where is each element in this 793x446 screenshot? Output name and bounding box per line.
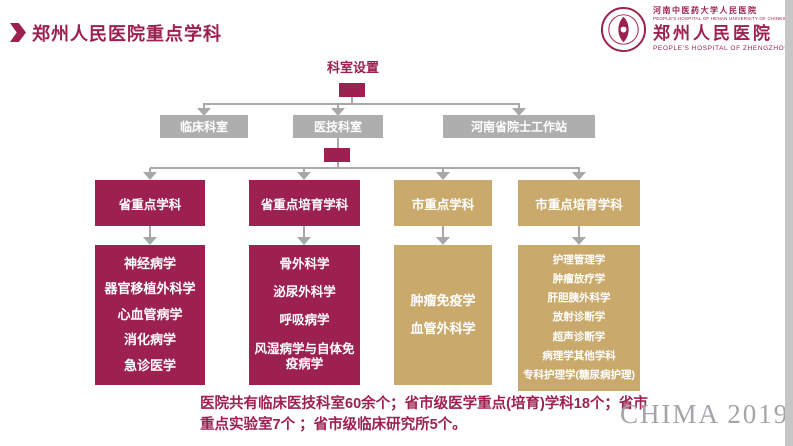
discipline-item: 放射诊断学	[552, 311, 606, 324]
connector-line	[150, 167, 580, 169]
connector-line	[351, 97, 353, 104]
discipline-list-city-cultivated: 护理管理学 肿瘤放疗学 肝胆胰外科学 放射诊断学 超声诊断学 病理学其他学科 专…	[518, 245, 640, 391]
discipline-item: 肿瘤放疗学	[552, 273, 606, 286]
discipline-list-province-key: 神经病学 器官移植外科学 心血管病学 消化病学 急诊医学	[95, 245, 205, 385]
discipline-item: 器官移植外科学	[104, 281, 196, 297]
connector-line	[442, 168, 444, 173]
connector-line	[442, 226, 444, 238]
discipline-item: 肝胆胰外科学	[547, 292, 611, 305]
connector-line	[518, 104, 520, 109]
logo-hospital-name-en: PEOPLE'S HOSPITAL OF ZHENGZHOU	[653, 44, 790, 52]
discipline-list-province-cultivated: 骨外科学 泌尿外科学 呼吸病学 风湿病学与自体免疫病学	[249, 245, 360, 385]
discipline-item: 肿瘤免疫学	[410, 292, 476, 308]
discipline-item: 消化病学	[123, 332, 176, 348]
logo-university-name-en: PEOPLE'S HOSPITAL OF HENAN UNIVERSITY OF…	[653, 16, 793, 21]
logo-hospital-name: 郑州人民医院	[653, 23, 773, 43]
arrow-down-icon	[436, 172, 450, 180]
connector-line	[578, 168, 580, 173]
right-edge-strip	[785, 0, 793, 446]
connector-line	[149, 168, 151, 173]
connector-line	[337, 162, 339, 168]
connector-line	[303, 226, 305, 238]
hospital-logo-text: 河南中医药大学人民医院 PEOPLE'S HOSPITAL OF HENAN U…	[653, 6, 793, 53]
arrow-down-icon	[297, 172, 311, 180]
connector-line	[578, 226, 580, 238]
discipline-item: 专科护理学(糖尿病护理)	[523, 368, 635, 381]
connector-line	[303, 168, 305, 173]
discipline-item: 超声诊断学	[552, 330, 606, 343]
dept-box-academician-workstation: 河南省院士工作站	[443, 115, 595, 138]
dept-box-medtech: 医技科室	[293, 115, 383, 138]
discipline-item: 心血管病学	[117, 306, 183, 322]
connector-line	[337, 104, 339, 109]
category-box-city-cultivated: 市重点培育学科	[518, 180, 640, 226]
diagram-root-label: 科室设置	[326, 60, 379, 75]
logo-university-name: 河南中医药大学人民医院	[653, 6, 758, 15]
page-title: 郑州人民医院重点学科	[32, 24, 222, 44]
discipline-item: 急诊医学	[123, 358, 176, 374]
discipline-item: 骨外科学	[279, 257, 330, 272]
connector-line	[149, 226, 151, 238]
arrow-down-icon	[143, 172, 157, 180]
connector-node-top	[339, 83, 365, 97]
summary-note: 医院共有临床医技科室60余个；省市级医学重点(培育)学科18个；省市重点实验室7…	[200, 396, 648, 433]
connector-line	[337, 138, 339, 148]
connector-line	[203, 104, 205, 109]
arrow-down-icon	[572, 237, 586, 245]
arrow-down-icon	[297, 237, 311, 245]
category-box-city-key: 市重点学科	[394, 180, 492, 226]
connector-line	[203, 103, 520, 105]
discipline-item: 风湿病学与自体免疫病学	[254, 341, 355, 372]
hospital-logo: 河南中医药大学人民医院 PEOPLE'S HOSPITAL OF HENAN U…	[600, 6, 793, 53]
discipline-item: 呼吸病学	[279, 313, 330, 328]
dept-box-clinical: 临床科室	[160, 115, 248, 138]
arrow-down-icon	[512, 108, 526, 116]
hospital-logo-emblem	[600, 6, 647, 53]
discipline-item: 病理学其他学科	[542, 349, 616, 362]
title-arrow-icon	[10, 23, 26, 42]
chima-watermark: CHIMA 2019	[620, 399, 790, 429]
discipline-item: 血管外科学	[410, 321, 476, 336]
arrow-down-icon	[436, 237, 450, 245]
connector-node-mid	[324, 148, 350, 162]
discipline-list-city-key: 肿瘤免疫学 血管外科学	[394, 245, 492, 385]
discipline-item: 神经病学	[123, 255, 176, 271]
arrow-down-icon	[572, 172, 586, 180]
arrow-down-icon	[143, 237, 157, 245]
arrow-down-icon	[331, 108, 345, 116]
category-box-province-key: 省重点学科	[95, 180, 205, 226]
discipline-item: 泌尿外科学	[273, 285, 336, 300]
discipline-item: 护理管理学	[552, 254, 606, 266]
category-box-province-cultivated: 省重点培育学科	[249, 180, 360, 226]
arrow-down-icon	[197, 108, 211, 116]
